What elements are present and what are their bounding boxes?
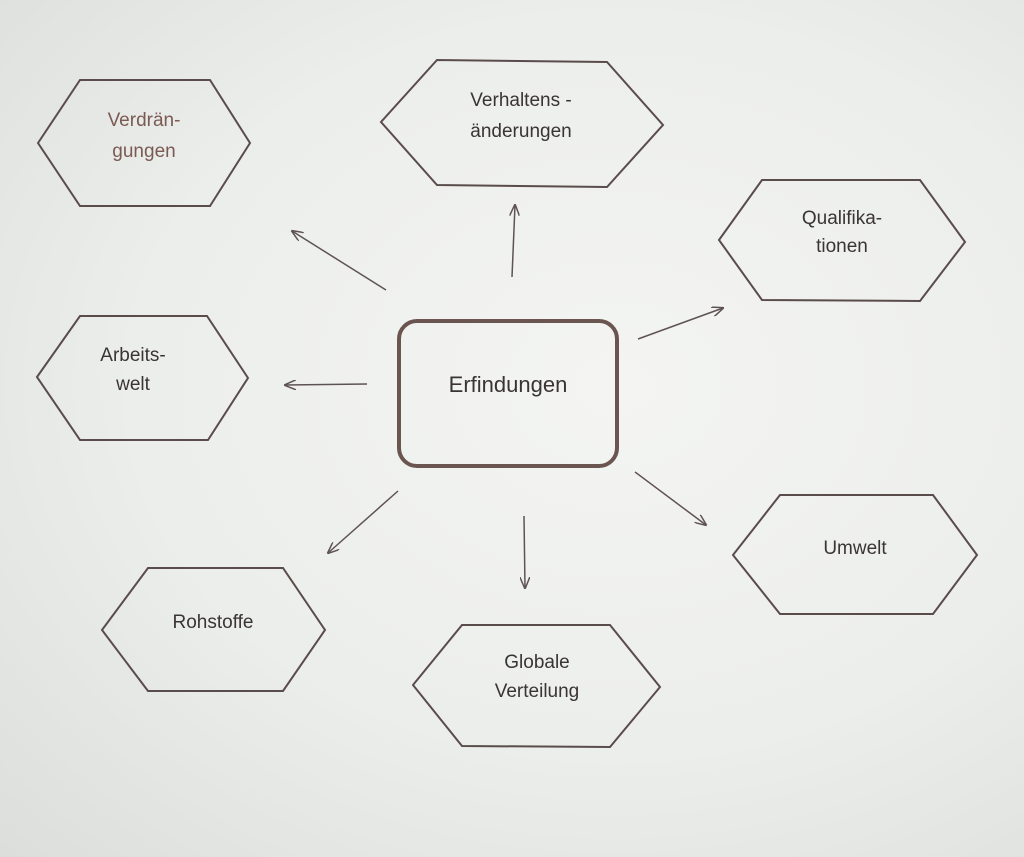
node-label-line1: Globale (504, 652, 570, 673)
arrow-to-rohstoffe (328, 490, 399, 553)
node-label-line1: Verhaltens - (470, 90, 571, 111)
node-label-line2: änderungen (470, 121, 571, 142)
arrow-to-verhaltensaenderungen (512, 205, 515, 278)
node-rohstoffe: Rohstoffe (100, 567, 327, 692)
arrow-to-umwelt (634, 471, 706, 525)
arrow-to-verdraengungen (292, 231, 387, 291)
node-label-line1: Arbeits- (100, 345, 165, 366)
node-globale-verteilung: Globale Verteilung (411, 624, 662, 749)
node-label-line2: welt (115, 374, 151, 395)
arrow-to-qualifikationen (637, 308, 723, 340)
node-verhaltensaenderungen: Verhaltens - änderungen (379, 58, 665, 189)
node-verdraengungen: Verdrän- gungen (36, 79, 252, 207)
node-arbeitswelt: Arbeits- welt (35, 315, 250, 441)
node-label-line2: gungen (112, 141, 175, 162)
center-node-erfindungen: Erfindungen (397, 319, 619, 468)
center-label: Erfindungen (449, 372, 568, 397)
node-label: Umwelt (823, 538, 887, 559)
node-label: Rohstoffe (173, 612, 254, 633)
node-umwelt: Umwelt (731, 494, 979, 615)
node-label-line1: Qualifika- (802, 208, 882, 229)
node-qualifikationen: Qualifika- tionen (717, 179, 967, 303)
node-label-line1: Verdrän- (108, 110, 181, 131)
node-label-line2: Verteilung (495, 681, 580, 702)
arrow-to-arbeitswelt (285, 384, 368, 385)
arrow-to-globale-verteilung (524, 515, 525, 588)
node-label-line2: tionen (816, 236, 868, 257)
